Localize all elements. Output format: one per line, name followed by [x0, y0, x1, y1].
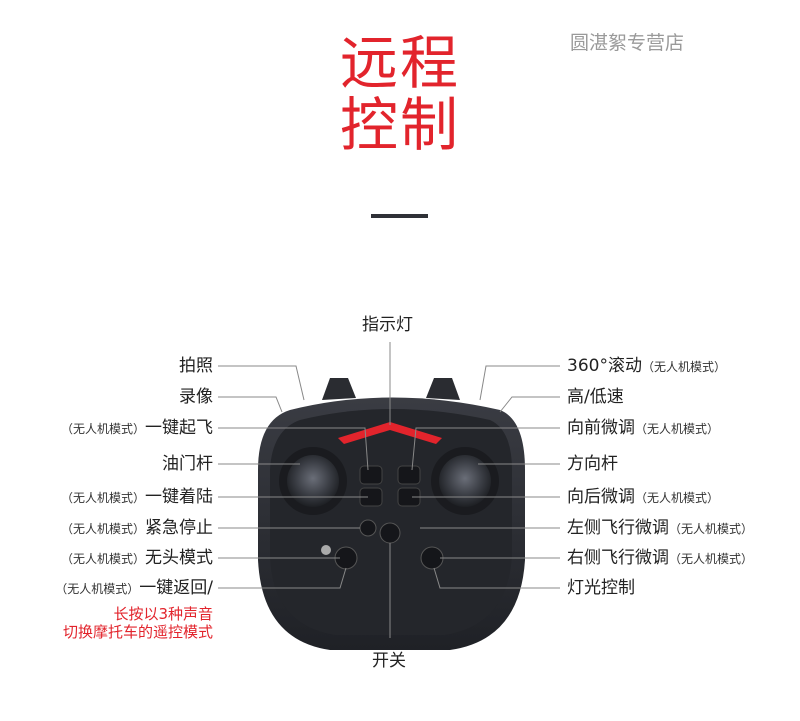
note-sound-mode-1: 长按以3种声音 [113, 605, 213, 623]
label-photo: 拍照 [179, 356, 213, 376]
headless-icon [321, 545, 331, 555]
right-shoulder-bump [426, 378, 460, 400]
label-indicator-light: 指示灯 [362, 315, 413, 335]
label-throttle: 油门杆 [162, 454, 213, 474]
takeoff-button [360, 466, 382, 484]
label-left-trim: 左侧飞行微调（无人机模式） [567, 518, 753, 539]
power-button [380, 523, 400, 543]
label-360-roll: 360°滚动（无人机模式） [567, 356, 726, 377]
label-headless-mode: （无人机模式）无头模式 [61, 548, 213, 569]
label-return: （无人机模式）一键返回/ [55, 578, 213, 599]
throttle-stick [287, 455, 339, 507]
forward-trim-button [398, 466, 420, 484]
direction-stick [439, 455, 491, 507]
emergency-stop-button [360, 520, 376, 536]
light-control-button [421, 547, 443, 569]
label-speed: 高/低速 [567, 387, 624, 407]
note-sound-mode-2: 切换摩托车的遥控模式 [63, 623, 213, 641]
label-video: 录像 [179, 387, 213, 407]
label-forward-trim: 向前微调（无人机模式） [567, 418, 719, 439]
left-shoulder-bump [322, 378, 356, 400]
label-direction-stick: 方向杆 [567, 454, 618, 474]
label-backward-trim: 向后微调（无人机模式） [567, 487, 719, 508]
label-power-switch: 开关 [372, 651, 406, 671]
label-right-trim: 右侧飞行微调（无人机模式） [567, 548, 753, 569]
label-landing: （无人机模式）一键着陆 [61, 487, 213, 508]
label-emergency-stop: （无人机模式）紧急停止 [61, 518, 213, 539]
label-light-control: 灯光控制 [567, 578, 635, 598]
controller-face [270, 409, 512, 635]
label-takeoff: （无人机模式）一键起飞 [61, 418, 213, 439]
